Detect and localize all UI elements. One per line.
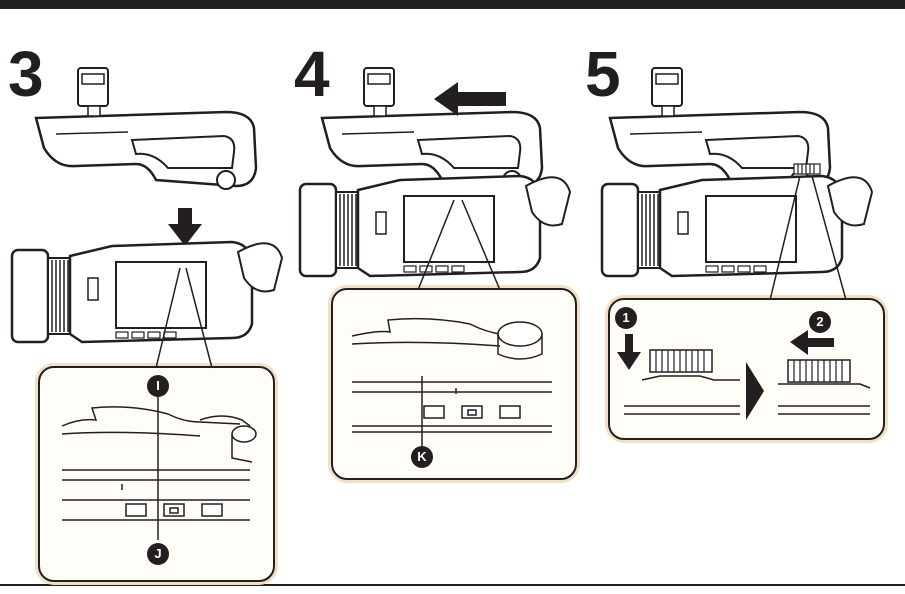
step-number-4: 4: [294, 38, 330, 110]
top-rule: [0, 0, 905, 9]
step-number-5: 5: [585, 38, 621, 110]
step-4-camera: [298, 174, 572, 278]
step-3-detail: [61, 396, 257, 540]
step-4-handle: [320, 66, 544, 191]
bottom-rule: [0, 584, 905, 586]
step-5-knob: [793, 163, 821, 175]
step-3-handle: [34, 66, 258, 191]
step-3-camera: [10, 240, 284, 344]
marker-2: 2: [809, 311, 831, 333]
marker-j: J: [147, 543, 169, 565]
callout-step-4: [331, 288, 577, 480]
arrow-left-icon: [790, 330, 834, 355]
arrow-left-icon: [434, 82, 506, 116]
marker-k: K: [411, 446, 433, 468]
arrow-down-icon: [617, 334, 641, 370]
step-5-detail: [624, 349, 871, 415]
marker-1: 1: [615, 307, 637, 329]
arrow-down-icon: [168, 208, 202, 246]
marker-i: I: [147, 375, 169, 397]
step-5-camera: [600, 174, 874, 278]
arrow-right-icon: [746, 362, 764, 420]
step-4-detail: [351, 317, 552, 446]
step-number-3: 3: [8, 38, 44, 110]
